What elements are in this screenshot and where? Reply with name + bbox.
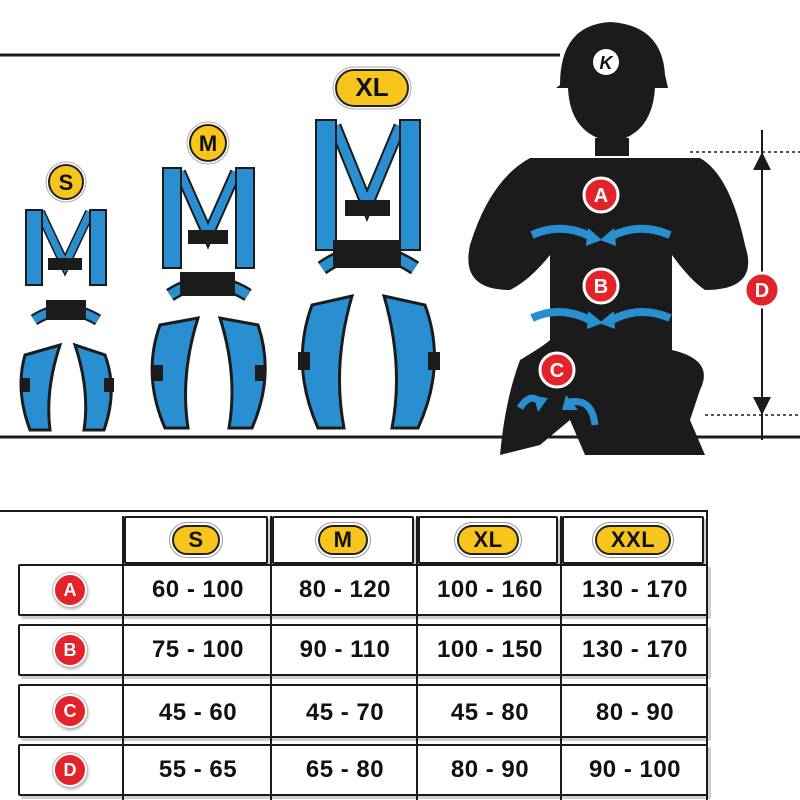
row-label-badge: C <box>53 694 87 728</box>
table-row-a <box>18 564 708 616</box>
column-divider <box>706 510 708 800</box>
table-cell: 75 - 100 <box>151 636 245 663</box>
table-row-b <box>18 624 708 676</box>
column-divider <box>122 516 124 800</box>
table-cell: 65 - 80 <box>305 756 385 783</box>
table-cell: 45 - 80 <box>450 699 530 726</box>
header-cell-s: S <box>124 516 268 564</box>
table-cell: 130 - 170 <box>582 636 688 663</box>
table-row-d <box>18 744 708 796</box>
body-silhouette: K A B C <box>468 22 749 455</box>
table-cell: 90 - 110 <box>299 636 391 663</box>
table-cell: 45 - 60 <box>158 699 238 726</box>
harness-xl-illustration: XL <box>298 66 440 430</box>
table-cell: 100 - 160 <box>437 576 543 603</box>
size-badge: XXL <box>594 525 672 555</box>
height-dimension: D <box>690 130 800 440</box>
row-label-badge: A <box>53 573 87 607</box>
table-cell: 100 - 150 <box>437 636 543 663</box>
header-cell-xl: XL <box>418 516 558 564</box>
harness-size-label: XL <box>355 72 388 102</box>
harness-m-illustration: M <box>150 121 267 430</box>
measure-label-b: B <box>594 276 608 298</box>
table-cell: 90 - 100 <box>588 756 682 783</box>
header-cell-xxl: XXL <box>562 516 704 564</box>
size-badge: M <box>317 525 369 555</box>
column-divider <box>416 516 418 800</box>
table-cell: 45 - 70 <box>305 699 385 726</box>
table-row-c <box>18 684 708 738</box>
table-cell: 130 - 170 <box>582 576 688 603</box>
harness-s-illustration: S <box>19 161 114 432</box>
row-label-badge: D <box>53 753 87 787</box>
header-cell-m: M <box>272 516 414 564</box>
column-divider <box>270 516 272 800</box>
table-cell: 60 - 100 <box>151 576 245 603</box>
sizing-illustration: S M XL <box>0 22 800 455</box>
table-cell: 55 - 65 <box>158 756 238 783</box>
harness-size-label: M <box>199 131 217 156</box>
measure-label-c: C <box>550 360 564 382</box>
table-cell: 80 - 90 <box>595 699 675 726</box>
size-badge: S <box>172 525 220 555</box>
measure-badge-a: A <box>582 176 620 214</box>
size-badge: XL <box>457 525 519 555</box>
helmet-logo: K <box>600 53 615 73</box>
table-cell: 80 - 120 <box>298 576 392 603</box>
measure-label-d: D <box>755 280 769 302</box>
measure-badge-b: B <box>582 267 620 305</box>
measure-label-a: A <box>594 185 608 207</box>
harness-size-label: S <box>59 170 74 195</box>
measure-badge-c: C <box>538 351 576 389</box>
table-cell: 80 - 90 <box>450 756 530 783</box>
column-divider <box>560 516 562 800</box>
row-label-badge: B <box>53 633 87 667</box>
